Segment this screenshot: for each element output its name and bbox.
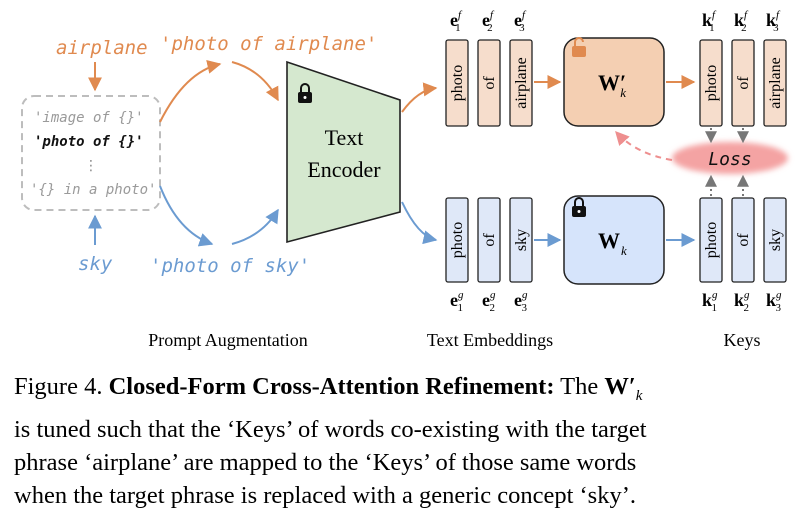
svg-text:kg3: kg3 [766,289,782,314]
box-to-anchor-prompt-arrow [159,185,214,247]
prompt-augmentation-label: Prompt Augmentation [148,330,308,350]
anchor-key-2: of [731,197,755,283]
frozen-lock-icon [572,197,586,217]
anchor-embedding-3-token: sky [513,229,530,251]
unlock-icon [572,37,586,57]
target-key-3-token: airplane [767,57,784,109]
svg-text:kf1: kf1 [702,9,717,34]
caption-title: Closed-Form Cross-Attention Refinement: [108,373,555,400]
text-encoder [286,60,401,244]
target-key-2: of [731,39,755,127]
target-key-1-token: photo [703,65,720,101]
encoder-label-line2: Encoder [307,157,381,182]
caption-line-3: phrase ‘airplane’ are mapped to the ‘Key… [14,448,637,476]
template-1: 'image of {}' [34,110,144,126]
figure-diagram: airplane 'image of {}' 'photo of {}' ⋮ '… [21,9,788,350]
loss-cloud [672,142,788,174]
frozen-weight-label: Wk [598,228,627,258]
svg-text:kg2: kg2 [734,289,750,314]
caption-line-4: when the target phrase is replaced with … [14,481,636,509]
target-embedding-3: airplane [509,39,533,127]
anchor-prompt: 'photo of sky' [150,255,310,277]
target-key-3: airplane [763,39,787,127]
target-word: airplane [56,37,148,59]
box-to-target-prompt-arrow [159,59,222,123]
target-embedding-2: of [477,39,501,127]
template-ellipsis: ⋮ [84,158,98,174]
template-2: 'photo of {}' [34,134,144,150]
svg-text:eg3: eg3 [514,289,528,314]
encoder-to-anchor-embeddings-arrow [401,201,438,245]
target-embedding-1-token: photo [449,65,466,101]
encoder-lock-icon [298,83,312,103]
target-embedding-3-token: airplane [513,57,530,109]
figure-caption: Figure 4. Closed-Form Cross-Attention Re… [14,370,790,512]
anchor-key-2-token: of [735,233,752,247]
target-prompt: 'photo of airplane' [160,33,377,55]
loss-to-tuned-weight-arrow [615,130,673,161]
caption-line-1: Figure 4. Closed-Form Cross-Attention Re… [14,370,790,413]
tuned-weight-box [563,37,665,127]
svg-text:eg1: eg1 [450,289,464,314]
target-embedding-1: photo [445,39,469,127]
svg-text:kf2: kf2 [734,9,749,34]
svg-text:ef1: ef1 [450,9,463,34]
caption-weight-subscript: k [635,387,643,404]
anchor-key-3: sky [763,197,787,283]
target-key-1: photo [699,39,723,127]
tuned-weight-label: W′k [598,70,626,100]
encoder-label-line1: Text [325,125,364,150]
target-key-2-token: of [735,76,752,90]
svg-text:ef3: ef3 [514,9,527,34]
template-3: '{} in a photo' [30,182,156,198]
anchor-embedding-2: of [477,197,501,283]
anchor-embedding-2-token: of [481,233,498,247]
caption-line-1-rest: The [554,373,605,400]
anchor-key-3-token: sky [767,229,784,251]
keys-label: Keys [724,330,761,350]
frozen-weight-box [563,195,665,285]
svg-text:kf3: kf3 [766,9,781,34]
encoder-to-target-embeddings-arrow [401,82,438,113]
caption-line-2: is tuned such that the ‘Keys’ of words c… [14,415,647,443]
target-embedding-2-token: of [481,76,498,90]
anchor-word: sky [78,253,113,275]
anchor-key-1-token: photo [703,222,720,258]
caption-weight-symbol: W′ [604,373,636,400]
loss-label: Loss [708,149,751,170]
target-prompt-to-encoder-arrow [231,61,279,102]
anchor-embedding-1-token: photo [449,222,466,258]
anchor-embedding-1: photo [445,197,469,283]
svg-text:eg2: eg2 [482,289,496,314]
caption-figure-number: Figure 4. [14,373,109,400]
svg-text:ef2: ef2 [482,9,495,34]
anchor-key-1: photo [699,197,723,283]
anchor-prompt-to-encoder-arrow [231,208,279,245]
svg-text:kg1: kg1 [702,289,718,314]
anchor-embedding-3: sky [509,197,533,283]
text-embeddings-label: Text Embeddings [427,330,553,350]
